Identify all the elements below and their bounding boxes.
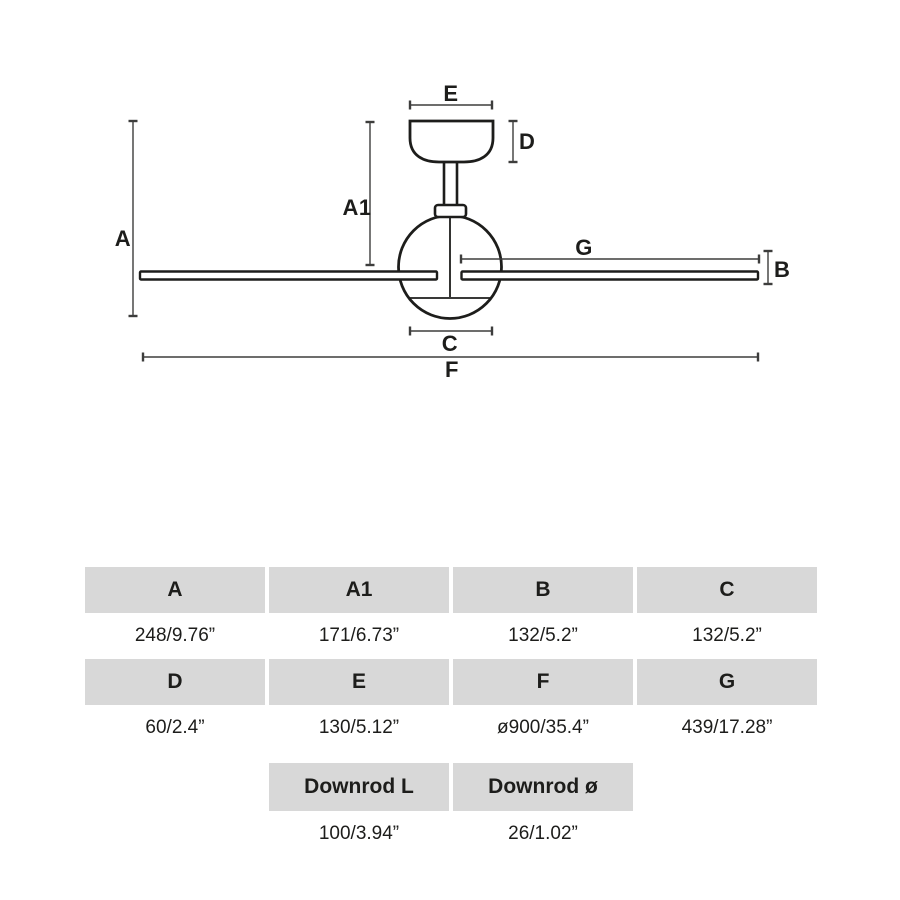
- value-cell-A: 248/9.76”: [85, 613, 265, 659]
- dim-G-label: G: [575, 235, 593, 260]
- table-header-row-1: A A1 B C: [85, 567, 817, 613]
- header-cell-B: B: [453, 567, 633, 613]
- fan-dimension-diagram: A A1 E D G B C F: [115, 81, 790, 382]
- header-cell-A: A: [85, 567, 265, 613]
- spacer: [85, 811, 265, 857]
- value-cell-F: ø900/35.4”: [453, 705, 633, 751]
- dim-F-label: F: [445, 357, 459, 382]
- header-cell-A1: A1: [269, 567, 449, 613]
- dim-E-label: E: [443, 81, 458, 106]
- value-cell-downrod-diameter: 26/1.02”: [453, 811, 633, 857]
- spacer: [637, 763, 817, 811]
- dim-B-label: B: [774, 257, 790, 282]
- table-header-row-downrod: Downrod L Downrod ø: [85, 763, 817, 811]
- header-cell-E: E: [269, 659, 449, 705]
- header-cell-F: F: [453, 659, 633, 705]
- dim-A1-label: A1: [342, 195, 371, 220]
- value-cell-D: 60/2.4”: [85, 705, 265, 751]
- value-cell-C: 132/5.2”: [637, 613, 817, 659]
- header-cell-downrod-length: Downrod L: [269, 763, 449, 811]
- header-cell-D: D: [85, 659, 265, 705]
- fan-canopy: [408, 119, 495, 164]
- fan-downrod: [442, 158, 459, 209]
- fan-blade-right: [460, 270, 760, 281]
- value-cell-G: 439/17.28”: [637, 705, 817, 751]
- dimension-lines: [128, 100, 773, 362]
- table-header-row-2: D E F G: [85, 659, 817, 705]
- dim-D-label: D: [519, 129, 535, 154]
- value-cell-E: 130/5.12”: [269, 705, 449, 751]
- spacer: [637, 811, 817, 857]
- header-cell-G: G: [637, 659, 817, 705]
- dim-C-label: C: [442, 331, 458, 356]
- header-cell-downrod-diameter: Downrod ø: [453, 763, 633, 811]
- spacer: [85, 763, 265, 811]
- fan-blade-left: [138, 270, 439, 281]
- dim-A-label: A: [115, 226, 131, 251]
- fan-downrod-coupling: [433, 203, 468, 219]
- value-cell-downrod-length: 100/3.94”: [269, 811, 449, 857]
- dimension-table: A A1 B C 248/9.76” 171/6.73” 132/5.2” 13…: [85, 567, 817, 857]
- table-value-row-1: 248/9.76” 171/6.73” 132/5.2” 132/5.2”: [85, 613, 817, 659]
- table-value-row-downrod: 100/3.94” 26/1.02”: [85, 811, 817, 857]
- value-cell-A1: 171/6.73”: [269, 613, 449, 659]
- table-value-row-2: 60/2.4” 130/5.12” ø900/35.4” 439/17.28”: [85, 705, 817, 751]
- header-cell-C: C: [637, 567, 817, 613]
- value-cell-B: 132/5.2”: [453, 613, 633, 659]
